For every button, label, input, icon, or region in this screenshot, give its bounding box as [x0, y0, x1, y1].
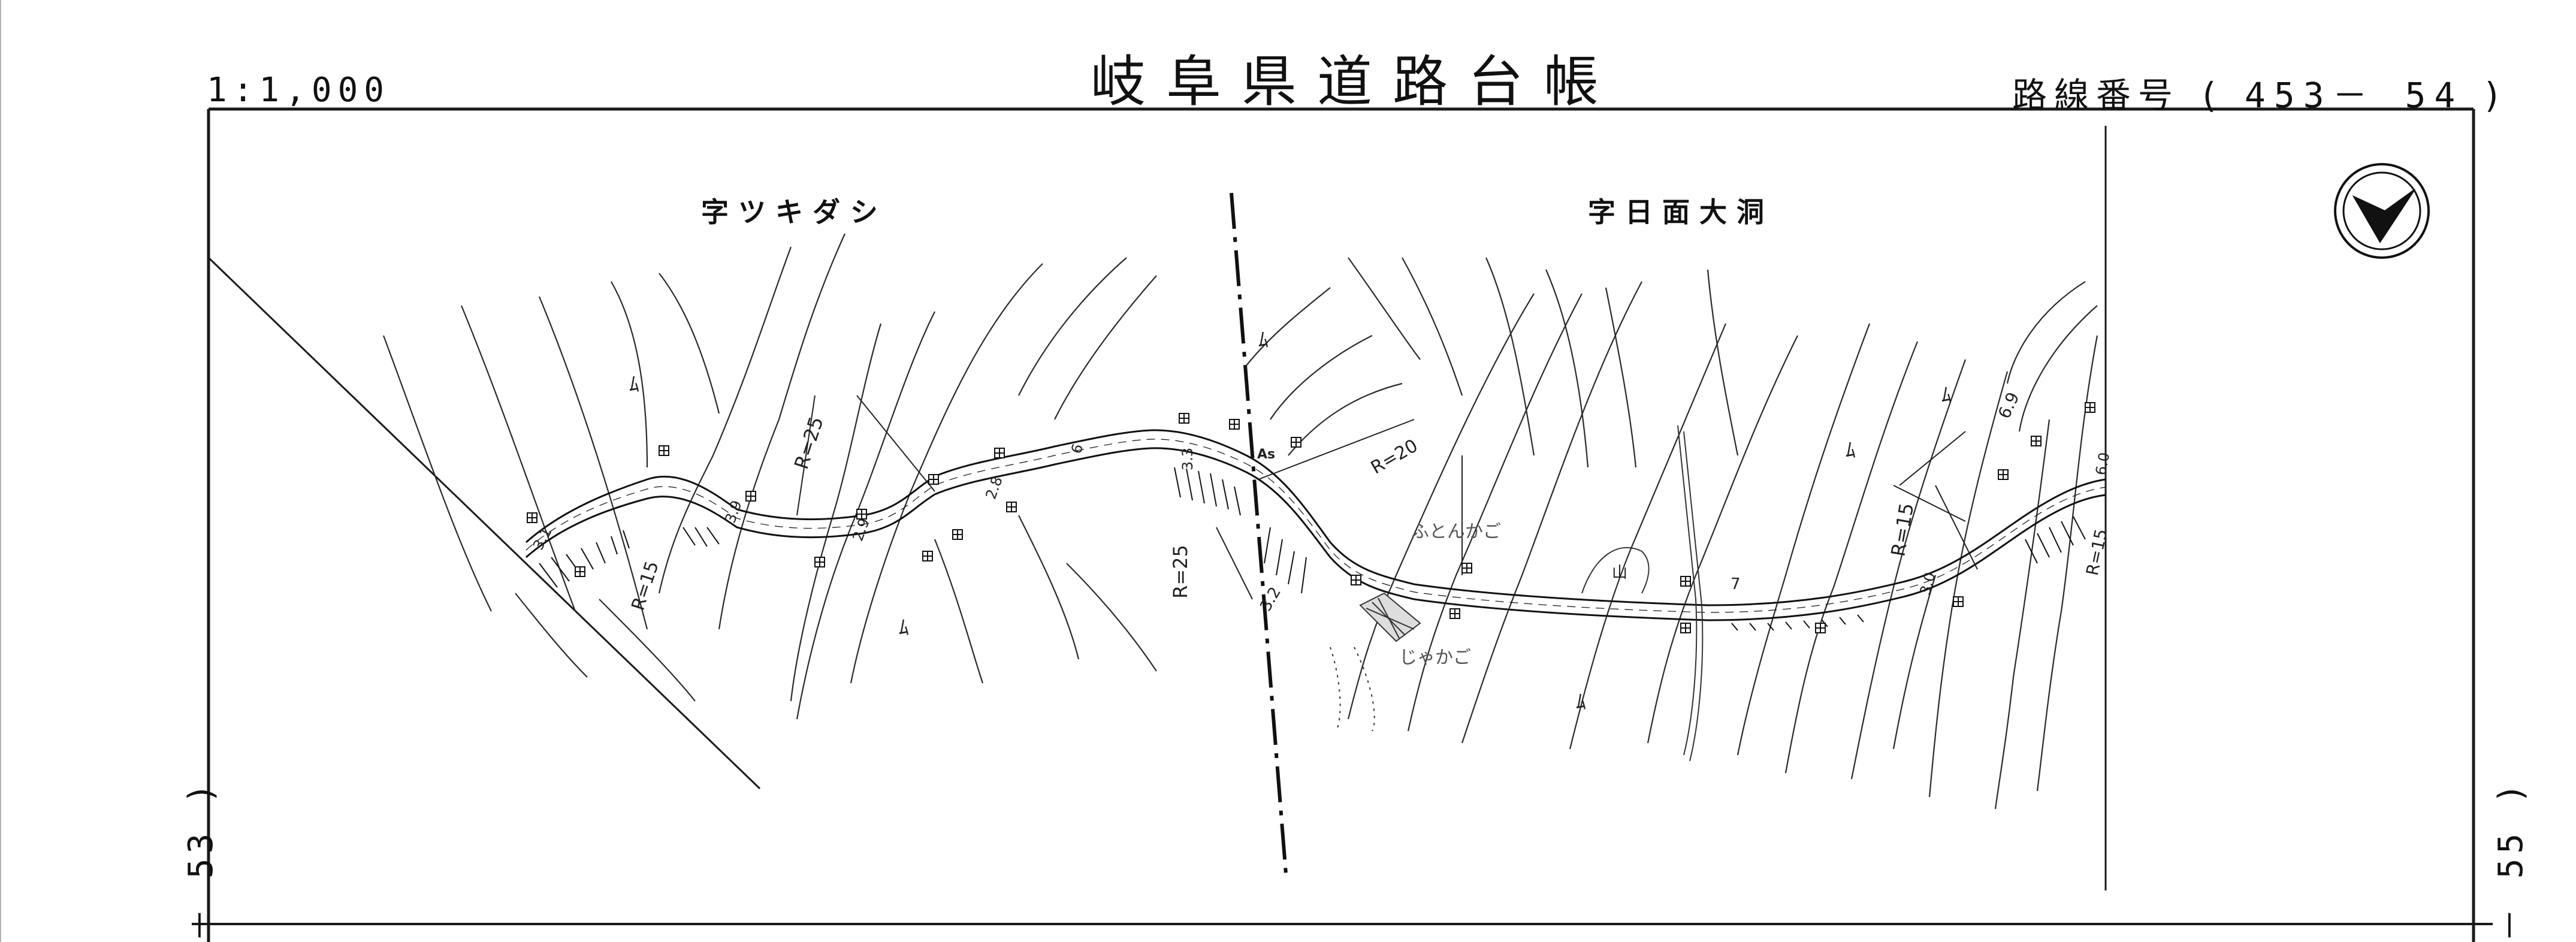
map-scale: 1:1,000 — [207, 71, 391, 110]
road-alignment — [526, 429, 2106, 621]
boundary-marker-icon — [1998, 469, 2009, 480]
curve-radius-label: R=25 — [1168, 545, 1192, 599]
boundary-marker-icon — [994, 448, 1005, 458]
field-symbol: 山 — [1612, 564, 1628, 582]
boundary-marker-icon — [2031, 436, 2042, 446]
boundary-marker-icon — [856, 509, 867, 520]
road-width-label: 7 — [1731, 575, 1741, 593]
vegetation-symbol: ﾑ — [629, 373, 639, 397]
place-name-left: 字ツキダシ — [701, 196, 887, 228]
vegetation-symbol: ﾑ — [1941, 384, 1952, 407]
slope-hatching — [539, 467, 2086, 631]
boundary-line — [1230, 192, 1288, 874]
boundary-marker-icon — [1461, 563, 1472, 573]
place-name-right: 字日面大洞 — [1588, 196, 1774, 228]
page-title: 岐阜県道路台帳 — [1091, 50, 1620, 114]
boundary-marker-icon — [1449, 608, 1460, 619]
vegetation-symbol: ﾑ — [1576, 690, 1586, 714]
pavement-label: As — [1257, 447, 1276, 462]
boundary-marker-icon — [814, 557, 825, 567]
boundary-marker-icon — [952, 529, 963, 540]
futonkago-label: ふとんかご — [1411, 521, 1501, 542]
boundary-markers — [527, 402, 2095, 633]
adjacent-sheet-left: － 53 ) — [182, 778, 221, 942]
route-paren-open: ( — [2198, 75, 2227, 116]
road-width-label: 3.3 — [1179, 447, 1197, 471]
jyakago-label: じゃかご — [1399, 647, 1471, 668]
boundary-marker-icon — [1291, 437, 1301, 448]
vegetation-symbol: ﾑ — [1846, 439, 1856, 463]
boundary-marker-icon — [1229, 419, 1240, 430]
boundary-marker-icon — [1953, 596, 1964, 607]
curve-leaders — [796, 395, 1978, 600]
drain-lines — [1330, 647, 1375, 732]
route-number-label: 路線番号 ( 453－ 54 ) — [2012, 67, 2510, 117]
boundary-marker-icon — [527, 512, 537, 523]
boundary-marker-icon — [1006, 502, 1017, 512]
sheet-edge-line — [207, 256, 761, 790]
boundary-marker-icon — [1815, 623, 1826, 633]
route-label-text: 路線番号 — [2012, 75, 2181, 116]
boundary-marker-icon — [1680, 623, 1691, 633]
boundary-marker-icon — [922, 551, 933, 561]
route-paren-close: ) — [2481, 75, 2510, 116]
boundary-marker-icon — [1351, 575, 1361, 585]
stream-line — [1581, 425, 1704, 762]
contour-lines-left — [382, 233, 1157, 720]
boundary-marker-icon — [659, 445, 669, 456]
route-number-value: 453－ 54 — [2244, 75, 2464, 116]
north-arrow-icon — [2334, 163, 2430, 259]
boundary-marker-icon — [1680, 576, 1691, 587]
boundary-marker-icon — [745, 491, 756, 502]
sheet-frame — [0, 0, 2493, 942]
boundary-marker-icon — [575, 566, 585, 577]
boundary-marker-icon — [1179, 413, 1189, 424]
contour-lines-right — [1246, 257, 2098, 810]
boundary-marker-icon — [2085, 402, 2095, 413]
vegetation-symbol: ﾑ — [899, 616, 909, 640]
gabion-block — [1359, 592, 1421, 642]
adjacent-sheet-right: － 55 ) — [2492, 778, 2530, 942]
boundary-marker-icon — [928, 474, 939, 485]
vegetation-symbol: ﾑ — [1258, 328, 1269, 352]
